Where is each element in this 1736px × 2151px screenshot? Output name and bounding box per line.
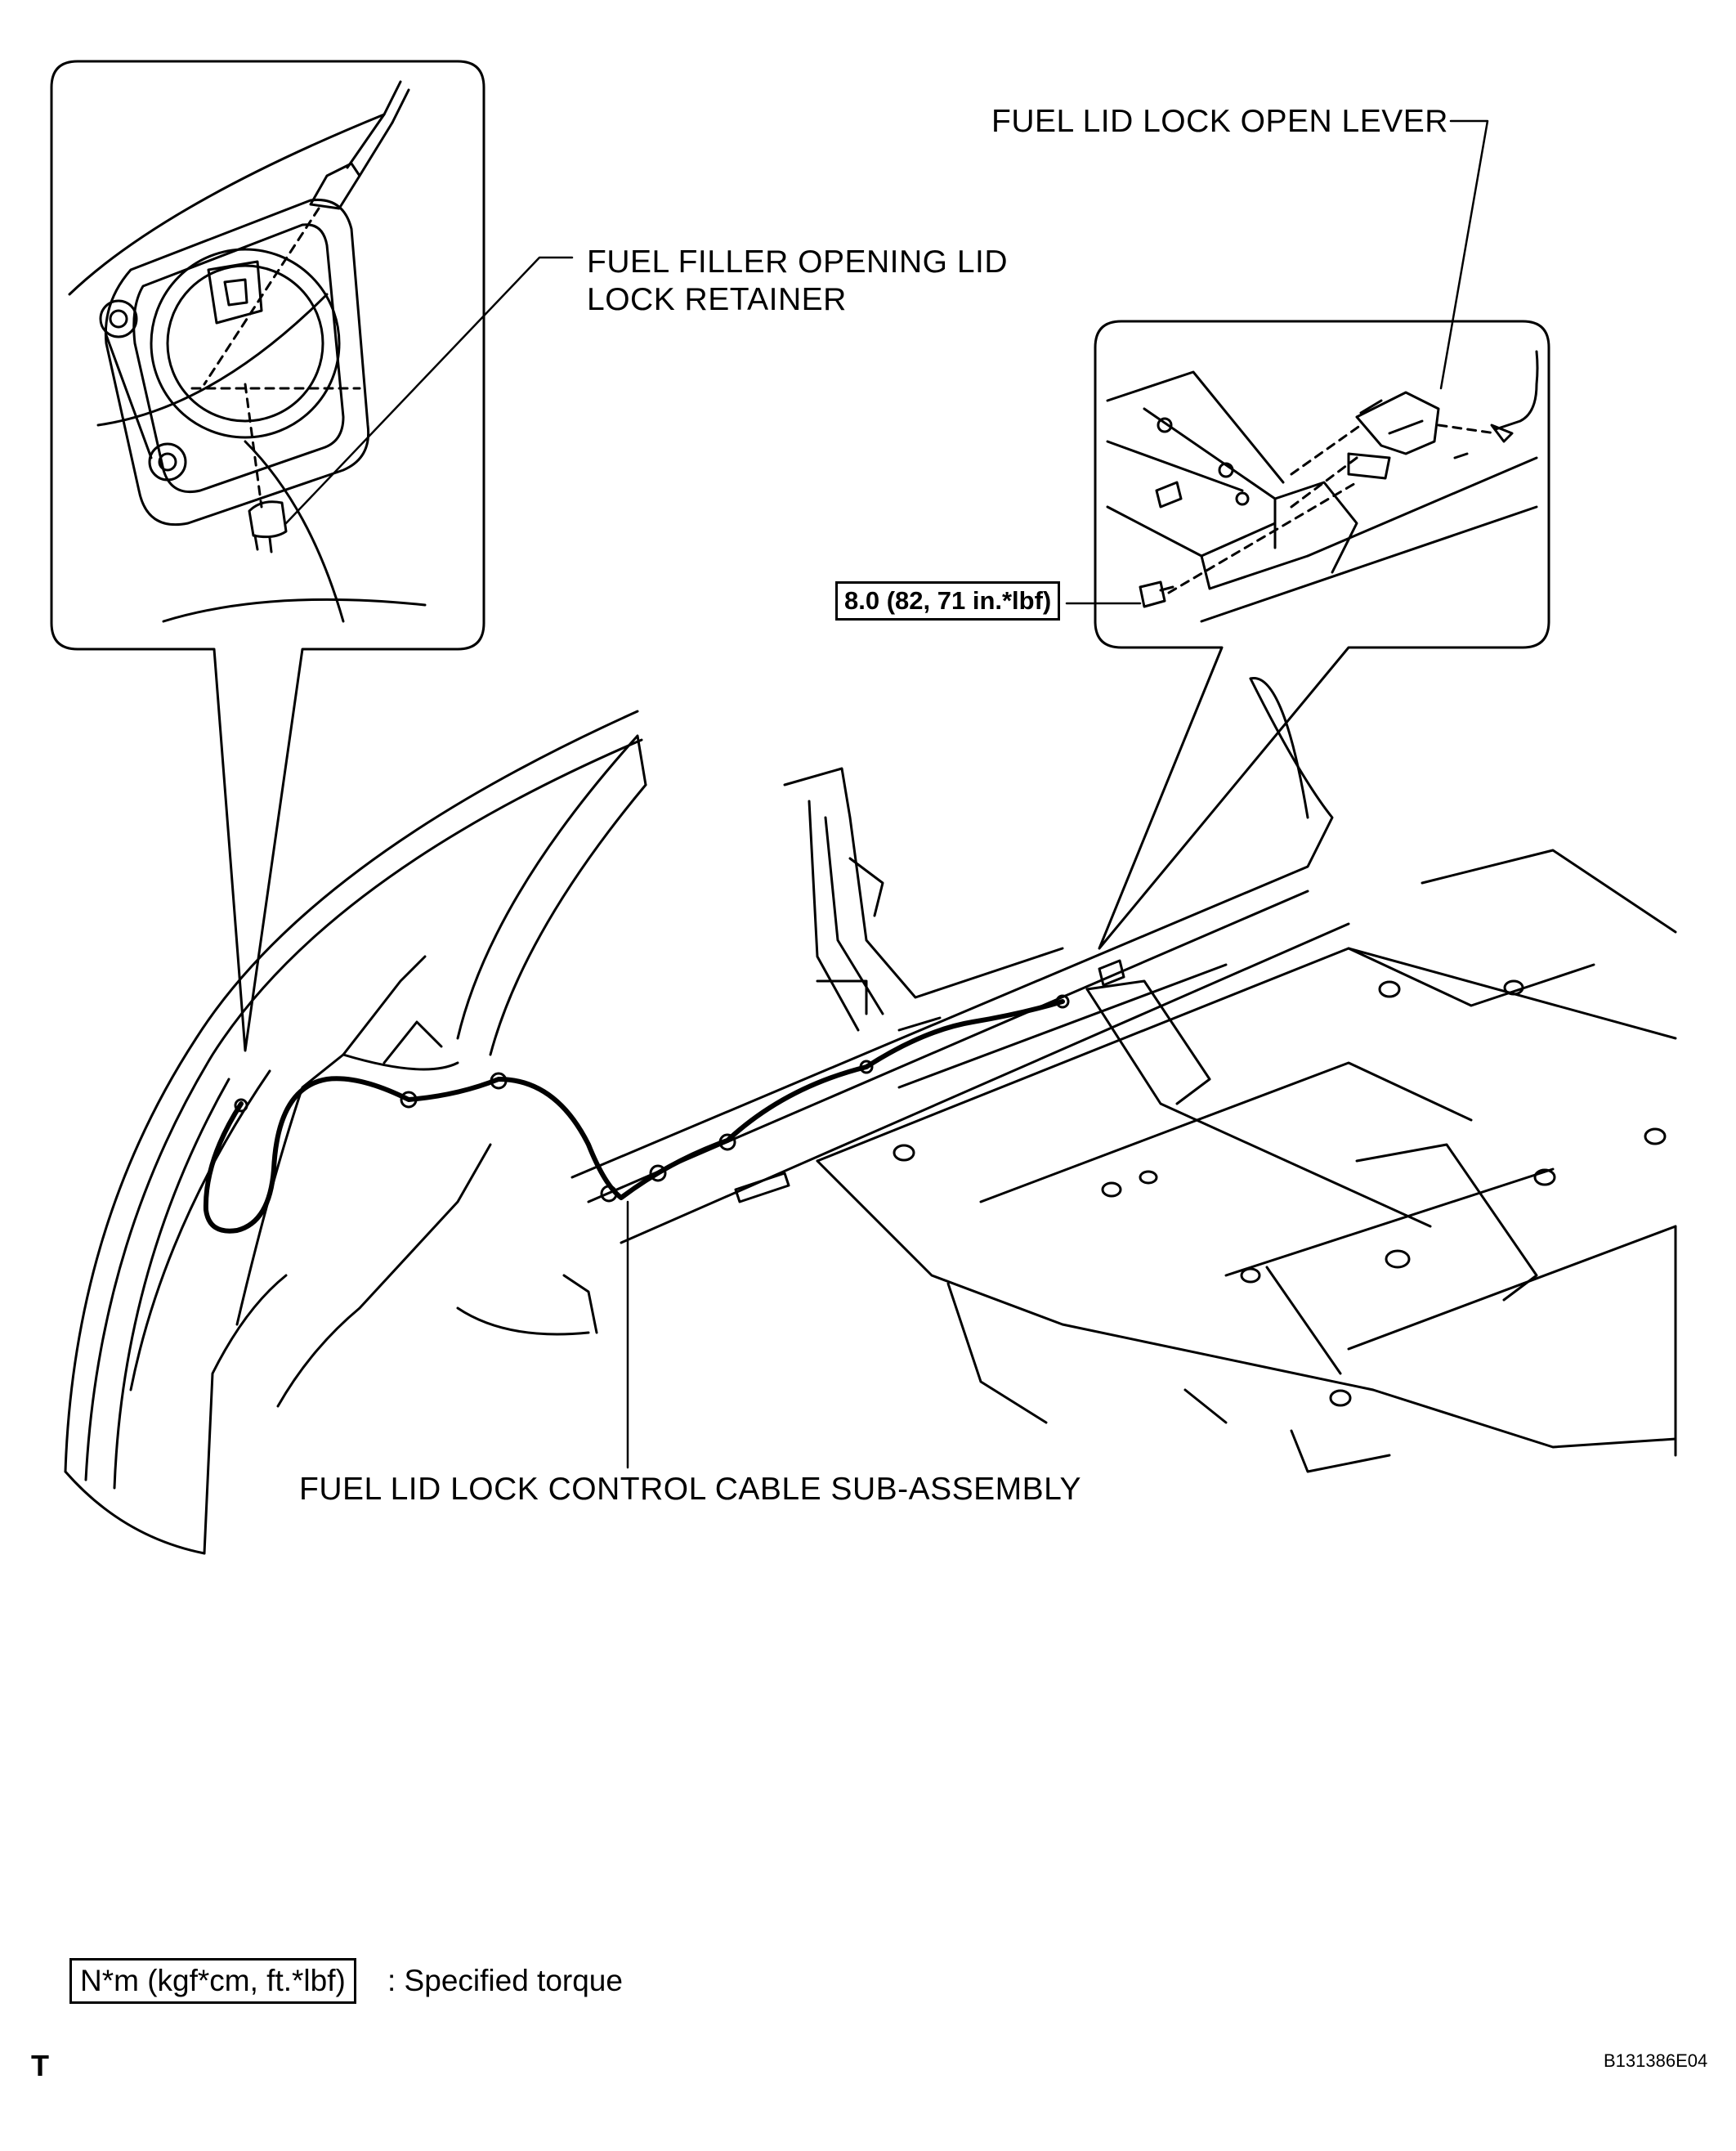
cable-clips (234, 994, 1070, 1203)
lock-retainer-label-line2: LOCK RETAINER (587, 282, 847, 317)
control-cable-label: FUEL LID LOCK CONTROL CABLE SUB-ASSEMBLY (299, 1472, 1081, 1507)
legend-torque-unit-box: N*m (kgf*cm, ft.*lbf) (69, 1958, 356, 2004)
vehicle-body-structure (64, 677, 1677, 1555)
b-pillar (783, 767, 1064, 999)
torque-spec-box: 8.0 (82, 71 in.*lbf) (835, 581, 1061, 621)
cable-end-top (309, 162, 361, 210)
open-lever-label: FUEL LID LOCK OPEN LEVER (991, 104, 1448, 139)
retainer-leader-line (284, 256, 574, 525)
figure-code: B131386E04 (1604, 2050, 1708, 2071)
right-detail-inset (1094, 320, 1550, 950)
bolt-icon (1139, 580, 1166, 608)
left-detail-inset (50, 60, 485, 1052)
rocker-panel (570, 677, 1334, 1179)
lock-retainer-label-line1: FUEL FILLER OPENING LID (587, 244, 1009, 280)
control-cable (203, 999, 1065, 1234)
lever-leader-line (1439, 119, 1489, 390)
legend-description: : Specified torque (387, 1964, 623, 1997)
lever-cable (1494, 350, 1539, 431)
open-lever (1355, 391, 1440, 455)
left-inset-frame (50, 60, 485, 1052)
mount-lug-bottom (148, 442, 187, 482)
mount-lug-top (99, 299, 138, 338)
lock-retainer-clip (248, 500, 288, 539)
filler-housing-outline (104, 198, 370, 527)
right-inset-frame (1094, 320, 1550, 950)
corner-mark: T (31, 2049, 49, 2082)
